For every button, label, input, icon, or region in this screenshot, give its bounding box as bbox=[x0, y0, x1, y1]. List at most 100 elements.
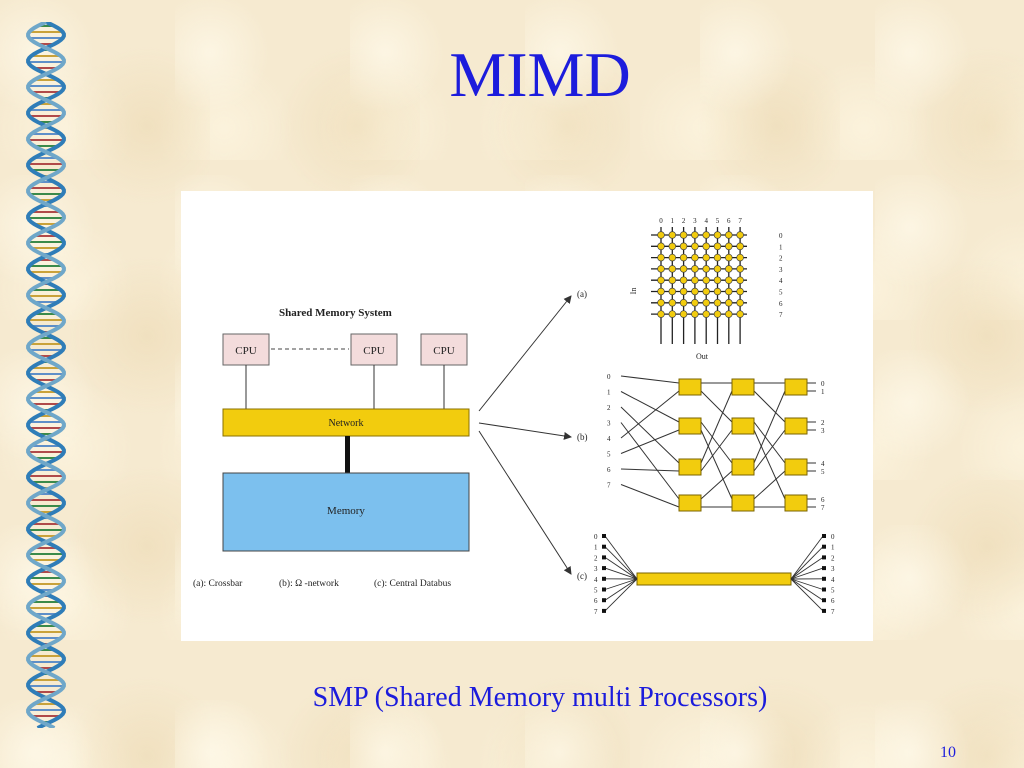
omega-right-label: 4 bbox=[821, 460, 825, 468]
crossbar-switch-node bbox=[691, 253, 699, 262]
databus-wire bbox=[790, 535, 824, 580]
crossbar-switch-node bbox=[702, 242, 710, 251]
databus-left-label: 3 bbox=[594, 565, 598, 573]
databus-wire bbox=[790, 578, 824, 590]
helix-strand-a bbox=[26, 22, 66, 728]
omega-wire bbox=[700, 390, 733, 423]
memory-box: Memory bbox=[222, 472, 470, 552]
crossbar-switch-node bbox=[668, 265, 677, 273]
databus-port bbox=[602, 576, 606, 581]
omega-switch bbox=[678, 458, 702, 476]
crossbar-switch-node bbox=[657, 310, 665, 318]
databus-wire bbox=[790, 567, 824, 580]
omega-right-label: 0 bbox=[821, 380, 825, 388]
databus-wire bbox=[790, 578, 824, 601]
omega-wire bbox=[753, 390, 786, 423]
omega-left-label: 6 bbox=[607, 466, 611, 474]
databus-port bbox=[822, 587, 826, 592]
databus-left-label: 1 bbox=[594, 544, 598, 552]
crossbar-switch-node bbox=[691, 287, 699, 296]
crossbar-switch-node bbox=[713, 265, 722, 273]
crossbar-switch-node bbox=[679, 287, 688, 296]
omega-left-label: 2 bbox=[607, 404, 611, 412]
omega-right-label: 7 bbox=[821, 504, 825, 512]
omega-wire bbox=[700, 390, 733, 464]
crossbar-switch-node bbox=[725, 265, 733, 273]
databus-port bbox=[602, 544, 606, 549]
crossbar-right-label: 5 bbox=[779, 289, 783, 297]
databus-port bbox=[822, 534, 826, 538]
crossbar-switch-node bbox=[657, 299, 665, 307]
omega-wire bbox=[620, 422, 680, 500]
crossbar-switch-node bbox=[736, 253, 744, 262]
memory-label: Memory bbox=[327, 505, 365, 517]
omega-wire bbox=[620, 484, 680, 508]
databus-right-label: 0 bbox=[831, 533, 835, 541]
crossbar-top-label: 1 bbox=[671, 217, 675, 225]
omega-right-label: 2 bbox=[821, 419, 825, 427]
arrow-to-omega bbox=[478, 422, 572, 440]
crossbar-switch-node bbox=[736, 265, 744, 273]
cpu-box-3: CPU bbox=[420, 333, 468, 366]
databus-port bbox=[602, 566, 606, 571]
databus-wire bbox=[790, 546, 824, 580]
omega-left-label: 3 bbox=[607, 420, 611, 428]
crossbar-switch-node bbox=[725, 276, 733, 284]
crossbar-switch-node bbox=[679, 242, 688, 251]
databus-wire bbox=[604, 557, 638, 580]
omega-right-label: 3 bbox=[821, 427, 825, 435]
page-number: 10 bbox=[940, 744, 956, 761]
omega-switch bbox=[678, 378, 702, 396]
crossbar-switch-node bbox=[691, 310, 699, 318]
crossbar-top-label: 2 bbox=[682, 217, 686, 225]
databus-right-label: 7 bbox=[831, 608, 835, 616]
crossbar-switch-node bbox=[725, 253, 733, 262]
crossbar-out-label: Out bbox=[696, 352, 709, 361]
cpu-box-2: CPU bbox=[350, 333, 398, 366]
databus-right-label: 4 bbox=[831, 576, 835, 584]
slide-caption: SMP (Shared Memory multi Processors) bbox=[312, 682, 768, 713]
crossbar-switch-node bbox=[725, 242, 733, 251]
crossbar-switch-node bbox=[725, 310, 733, 318]
databus-wire bbox=[604, 578, 638, 612]
cpu-label: CPU bbox=[433, 345, 454, 357]
crossbar-switch-node bbox=[713, 287, 722, 296]
databus-port bbox=[822, 608, 826, 613]
omega-left-label: 7 bbox=[607, 482, 611, 490]
databus-right-label: 1 bbox=[831, 544, 835, 552]
omega-right-label: 6 bbox=[821, 496, 825, 504]
databus-port bbox=[602, 608, 606, 613]
crossbar-switch-node bbox=[657, 276, 665, 284]
crossbar-top-label: 4 bbox=[704, 217, 708, 225]
crossbar-top-label: 5 bbox=[716, 217, 720, 225]
crossbar-right-label: 3 bbox=[779, 266, 783, 274]
omega-wire bbox=[620, 390, 680, 439]
arrow-label-a: (a) bbox=[577, 289, 587, 299]
crossbar-switch-node bbox=[668, 253, 677, 262]
crossbar-switch-node bbox=[668, 310, 677, 318]
databus-port bbox=[822, 555, 826, 560]
omega-wire bbox=[620, 468, 680, 472]
slide-title: MIMD bbox=[449, 39, 631, 110]
cpu-box-1: CPU bbox=[222, 333, 270, 366]
crossbar-right-label: 2 bbox=[779, 255, 783, 263]
crossbar-switch-node bbox=[679, 276, 688, 284]
network-label: Network bbox=[329, 418, 364, 429]
crossbar-switch-node bbox=[713, 310, 722, 318]
crossbar-switch-node bbox=[679, 265, 688, 273]
databus-port bbox=[602, 534, 606, 538]
crossbar-switch-node bbox=[713, 242, 722, 251]
legend-crossbar: (a): Crossbar bbox=[193, 578, 243, 589]
databus-left-label: 7 bbox=[594, 608, 598, 616]
databus-wire bbox=[790, 578, 824, 612]
omega-wire bbox=[700, 429, 733, 500]
crossbar-switch-node bbox=[713, 276, 722, 284]
legend-omega: (b): Ω -network bbox=[279, 578, 339, 589]
crossbar-switch-node bbox=[657, 265, 665, 273]
crossbar-switch-node bbox=[736, 231, 744, 239]
omega-left-label: 0 bbox=[607, 373, 611, 381]
omega-wire bbox=[700, 470, 733, 500]
crossbar-switch-node bbox=[736, 242, 744, 251]
